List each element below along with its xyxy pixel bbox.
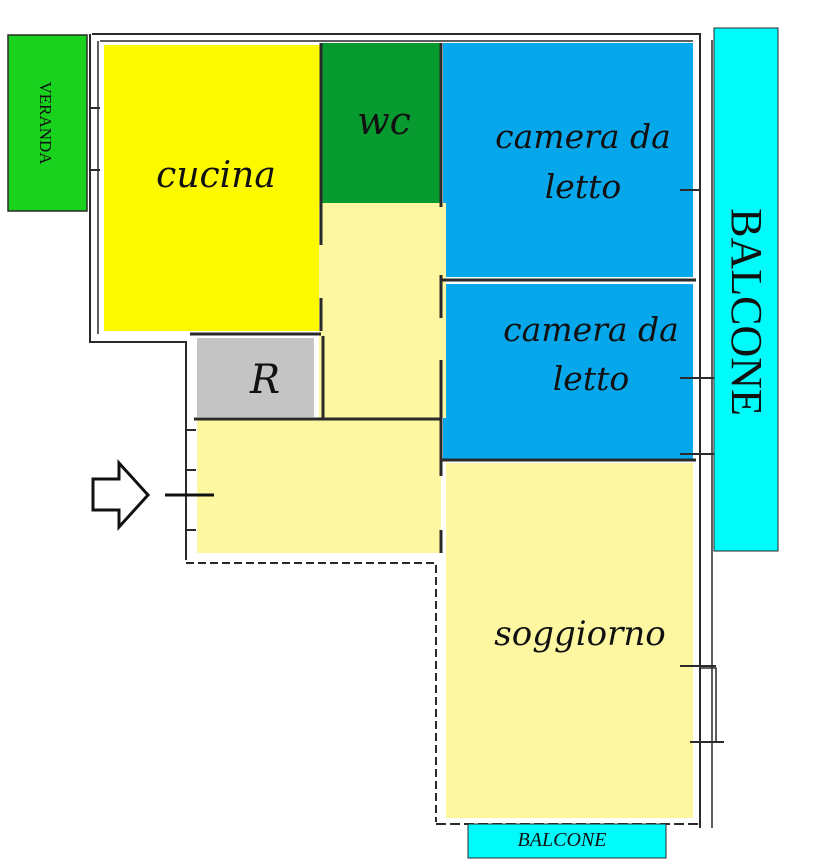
room-ripostiglio (197, 338, 314, 417)
label-veranda: VERANDA (36, 81, 55, 165)
wall-ticks (90, 107, 724, 743)
room-camera-1 (443, 43, 693, 277)
label-ripostiglio: R (249, 357, 280, 403)
room-cucina (104, 45, 320, 331)
room-hall (197, 420, 441, 553)
wall-north (92, 33, 701, 828)
label-camera-2-line2: letto (553, 359, 629, 398)
label-camera-1-line1: camera da (495, 117, 671, 156)
room-balcone-south (467, 823, 667, 859)
label-soggiorno: soggiorno (494, 614, 665, 654)
room-balcone-east (713, 27, 779, 552)
label-wc: wc (357, 99, 411, 143)
wall-west-kitchen (89, 34, 187, 560)
inner-walls (190, 43, 696, 553)
room-wc (322, 43, 440, 207)
label-balcone-east: BALCONE (722, 208, 771, 416)
label-balcone-south: BALCONE (518, 829, 607, 851)
label-camera-1-line2: letto (545, 167, 621, 206)
right-arrow-icon (91, 459, 151, 531)
room-veranda (7, 34, 88, 212)
wall-south-hall (186, 562, 437, 822)
label-cucina: cucina (156, 155, 276, 196)
room-corridor (319, 203, 446, 418)
room-camera-2 (443, 284, 693, 459)
room-soggiorno (446, 463, 693, 818)
wall-east-window (700, 667, 717, 743)
label-camera-2-line1: camera da (503, 310, 679, 349)
